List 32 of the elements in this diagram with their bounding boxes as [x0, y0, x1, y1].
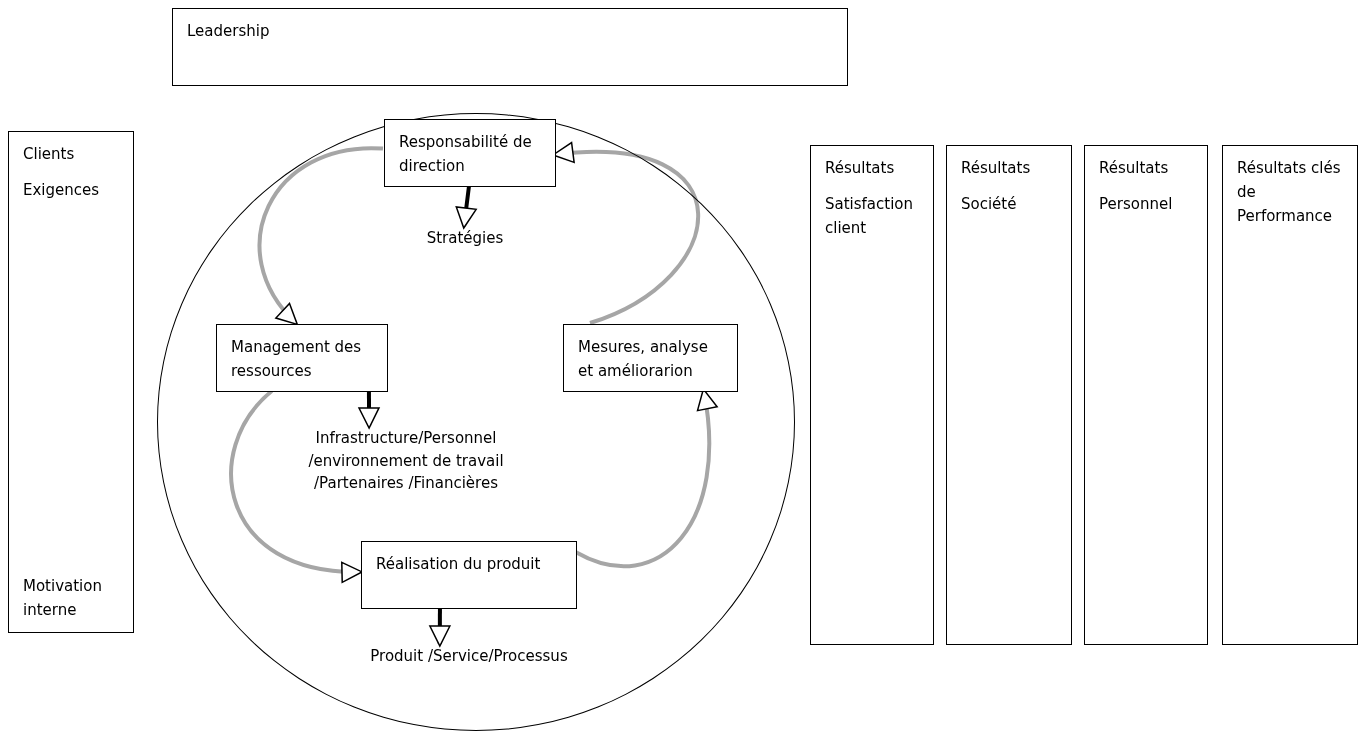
box-text: Exigences	[23, 180, 101, 201]
text-box	[563, 324, 738, 392]
text-box	[384, 119, 556, 187]
box-heading: Résultats	[961, 158, 1032, 179]
box-heading: Responsabilité de direction	[399, 132, 533, 177]
box-text: Société	[961, 194, 1018, 215]
output-label: Infrastructure/Personnel /environnement de travail /Partenaires /Financières	[271, 427, 541, 513]
box-text: Satisfaction client	[825, 194, 915, 239]
text-box	[1222, 145, 1358, 645]
box-heading: Mesures, analyse et améliorarion	[578, 337, 709, 382]
arrow	[429, 608, 451, 647]
box-text: Personnel	[1099, 194, 1174, 215]
text-box	[946, 145, 1072, 645]
box-heading: Résultats	[1099, 158, 1170, 179]
box-heading: Résultats clés de Performance	[1237, 158, 1342, 227]
box-heading: Réalisation du produit	[376, 554, 542, 575]
box-text: Motivation interne	[23, 576, 103, 621]
text-box	[8, 131, 134, 633]
output-label: Produit /Service/Processus	[341, 645, 597, 669]
box-heading: Leadership	[187, 21, 271, 42]
text-box	[361, 541, 577, 609]
arrow	[358, 391, 380, 429]
text-box	[172, 8, 848, 86]
box-heading: Résultats	[825, 158, 896, 179]
box-heading: Clients	[23, 144, 76, 165]
text-box	[810, 145, 934, 645]
text-box	[1084, 145, 1208, 645]
curved-arrow	[257, 146, 384, 326]
output-label: Stratégies	[415, 227, 515, 251]
box-heading: Management des ressources	[231, 337, 363, 382]
text-box	[216, 324, 388, 392]
arrow	[455, 185, 477, 229]
